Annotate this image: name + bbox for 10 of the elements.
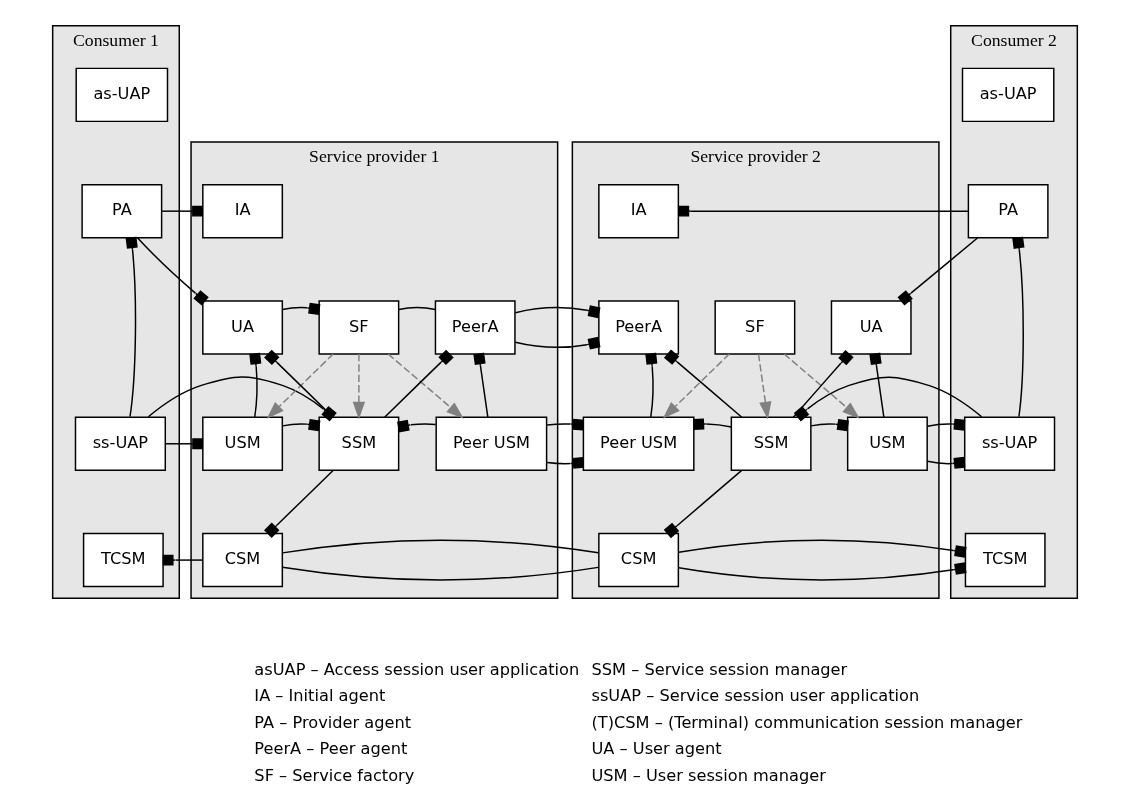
label: asUAP – Access session user application — [254, 659, 580, 679]
label: SSM – Service session manager — [591, 659, 848, 679]
label: ssUAP – Service session user application — [591, 686, 920, 706]
label: IA – Initial agent — [254, 686, 386, 706]
label: USM – User session manager — [591, 765, 826, 785]
label: PeerA – Peer agent — [254, 739, 408, 759]
label: UA – User agent — [591, 739, 722, 759]
label: PA – Provider agent — [254, 712, 412, 732]
label: (T)CSM – (Terminal) communication session manager — [591, 712, 1023, 732]
label: SF – Service factory — [254, 765, 415, 785]
